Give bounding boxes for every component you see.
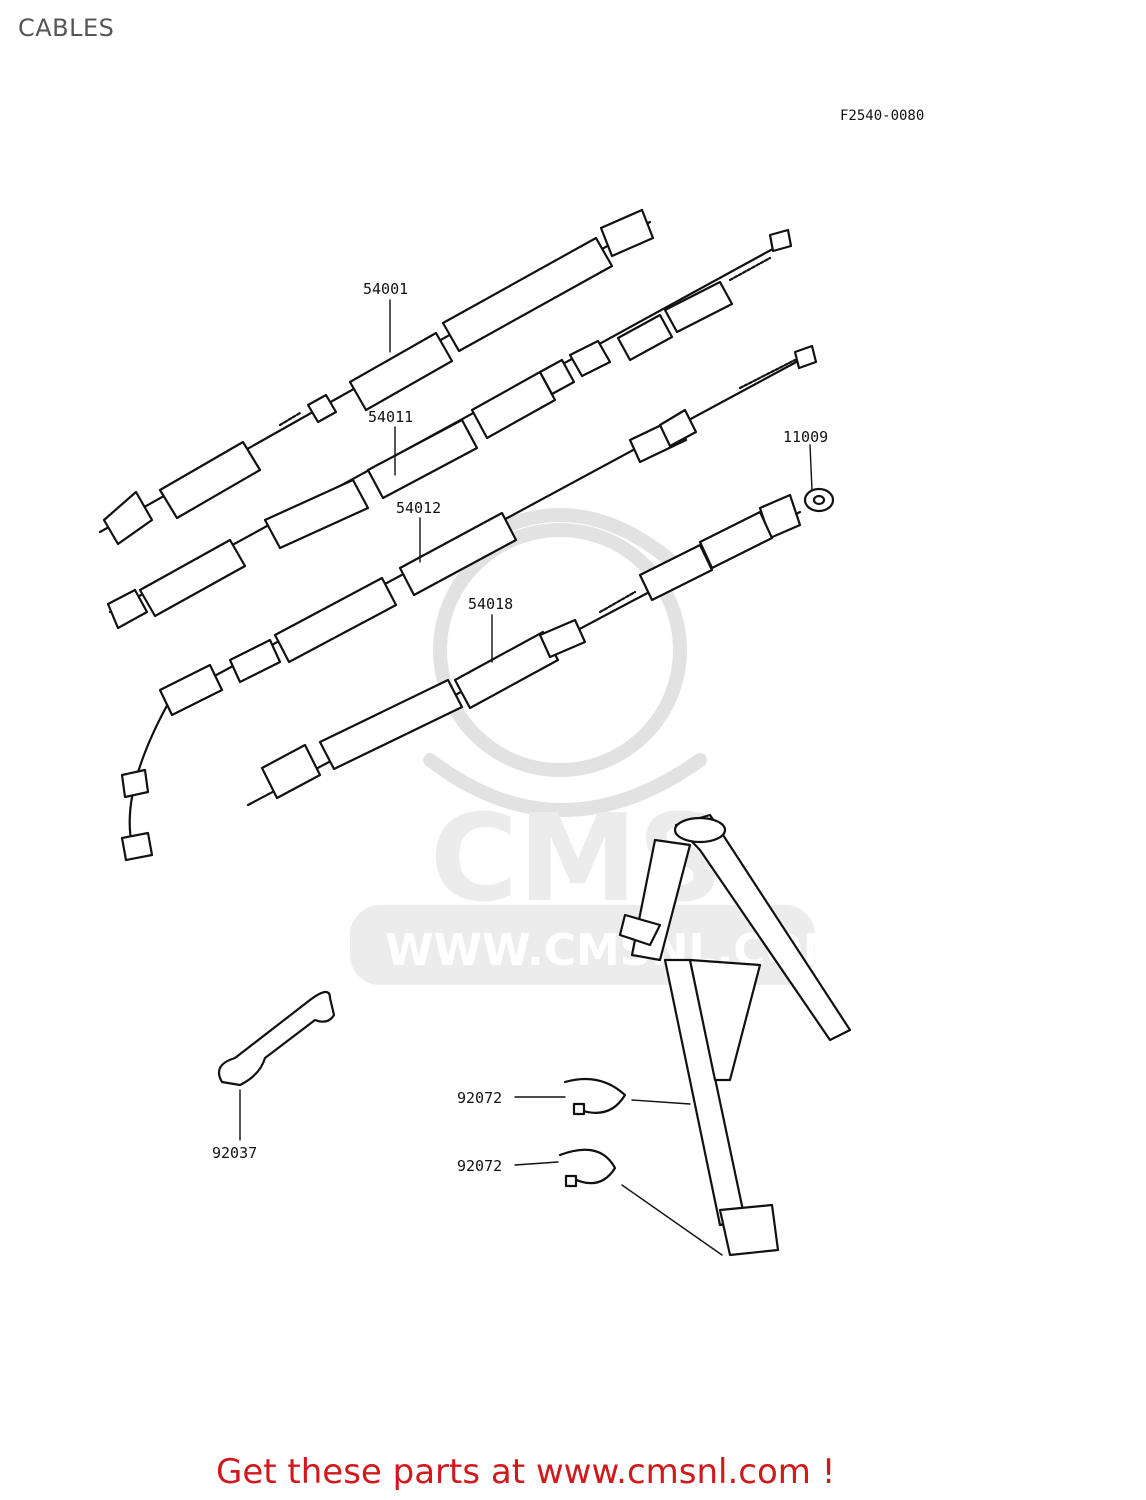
part-label-54011: 54011 [368,408,414,426]
cable-54018 [246,493,802,807]
cable-54012 [120,344,818,862]
watermark-mascot-head [433,523,687,777]
band-92072-lower [558,1148,617,1185]
part-label-54018: 54018 [468,595,514,613]
part-label-92072-lower: 92072 [457,1157,503,1175]
part-label-92072-upper: 92072 [457,1089,503,1107]
diagram-code: F2540-0080 [840,108,925,124]
band-92072-lower-buckle [564,1174,578,1188]
band-92072-upper-buckle [572,1102,586,1116]
part-label-54012: 54012 [396,499,442,517]
band-92072-upper [563,1077,627,1114]
part-label-54001: 54001 [363,280,409,298]
part-label-11009: 11009 [783,428,829,446]
part-label-92037: 92037 [212,1144,258,1162]
washer-hole [812,494,826,506]
clip-92037 [217,990,336,1087]
watermark-mascot-body [423,753,707,817]
cable-54001 [98,208,655,546]
leader-lines [239,299,813,1256]
page-title: CABLES [18,14,115,42]
cable-54011 [106,228,793,630]
frame [618,813,852,1257]
promo-link[interactable]: Get these parts at www.cmsnl.com ! [216,1452,836,1492]
washer-11009 [803,487,835,513]
